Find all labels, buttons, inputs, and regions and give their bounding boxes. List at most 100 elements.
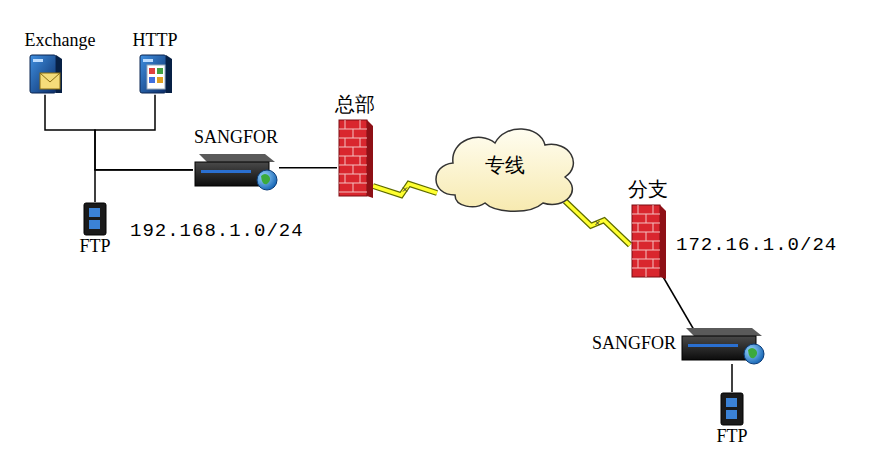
ftp-drive <box>726 398 737 407</box>
wall-side <box>660 205 666 279</box>
brick-joint <box>345 120 346 129</box>
brick-joint <box>653 223 654 232</box>
brick-joint <box>653 259 654 268</box>
firewall-node: 分支 <box>612 178 684 279</box>
ftp-icon <box>83 202 107 236</box>
link-line <box>95 95 193 170</box>
device-node: Exchange <box>5 30 115 95</box>
node-label: HTTP <box>133 30 178 51</box>
ftp-body <box>721 393 743 425</box>
link-bolt <box>373 184 437 195</box>
brick-joint <box>638 259 639 268</box>
brick-joint <box>353 183 354 192</box>
link-bolt-outline <box>373 184 437 195</box>
brick-joint <box>345 174 346 183</box>
http-icon <box>138 53 172 95</box>
network-link <box>373 184 437 195</box>
brick-joint <box>646 268 647 277</box>
brick-joint <box>646 214 647 223</box>
device-globe <box>257 170 277 190</box>
wall-side <box>367 120 373 198</box>
cloud-node: 专线 <box>425 115 585 215</box>
network-link <box>45 95 193 170</box>
cloud-shape <box>436 129 573 211</box>
brick-joint <box>653 241 654 250</box>
ftp-body <box>84 203 106 235</box>
web-tile <box>149 68 155 74</box>
wall-icon <box>630 203 666 279</box>
device-node: SANGFOR <box>176 127 296 190</box>
device-node: FTP <box>702 390 762 447</box>
ftp-drive <box>89 220 100 229</box>
device-node: HTTP <box>110 30 200 95</box>
device-icon <box>680 324 766 364</box>
brick-joint <box>360 120 361 129</box>
device-node: SANGFOR <box>592 322 782 364</box>
mail-envelope <box>40 73 60 89</box>
brick-joint <box>638 223 639 232</box>
device-top <box>199 154 275 162</box>
web-tile <box>157 77 163 83</box>
wall-icon <box>337 118 373 198</box>
device-icon <box>193 150 279 190</box>
network-link <box>565 201 630 245</box>
device-globe <box>744 344 764 364</box>
mail-flap <box>40 73 60 82</box>
subnet-label: 192.168.1.0/24 <box>130 220 304 242</box>
server-slot <box>33 59 43 62</box>
brick-joint <box>353 129 354 138</box>
ftp-icon <box>720 392 744 426</box>
link-bolt <box>565 201 630 245</box>
network-link <box>95 95 193 170</box>
network-link <box>732 364 733 392</box>
node-label: Exchange <box>25 30 96 51</box>
brick-joint <box>653 205 654 214</box>
brick-joint <box>360 156 361 165</box>
link-bolt-outline <box>565 201 630 245</box>
ftp-drive <box>726 410 737 419</box>
link-line <box>662 275 694 330</box>
device-strip <box>688 344 738 347</box>
web-tile <box>157 68 163 74</box>
bolt-mark <box>403 188 407 192</box>
brick-joint <box>360 138 361 147</box>
link-line <box>95 170 193 202</box>
web-panel <box>147 65 165 89</box>
link-line <box>279 167 337 169</box>
wall-body <box>632 205 660 277</box>
node-label: SANGFOR <box>592 333 676 354</box>
brick-joint <box>345 156 346 165</box>
brick-joint <box>353 147 354 156</box>
bolt-mark <box>596 221 600 225</box>
server-body <box>140 55 166 93</box>
globe-land <box>261 174 270 184</box>
exchange-icon <box>28 53 62 95</box>
node-label: 专线 <box>485 154 525 177</box>
link-line <box>45 95 193 170</box>
network-link <box>662 275 694 330</box>
web-tile <box>149 77 155 83</box>
firewall-node: 总部 <box>320 93 390 198</box>
link-line <box>731 364 733 392</box>
brick-joint <box>638 205 639 214</box>
brick-joint <box>638 241 639 250</box>
ftp-drive <box>89 208 100 217</box>
node-label: 分支 <box>628 178 668 201</box>
node-label: SANGFOR <box>194 127 278 148</box>
network-link <box>279 167 337 168</box>
device-node: FTP <box>65 200 125 257</box>
brick-joint <box>360 174 361 183</box>
node-label: 总部 <box>335 93 375 116</box>
device-strip <box>201 170 251 173</box>
device-top <box>686 328 762 336</box>
brick-joint <box>646 250 647 259</box>
brick-joint <box>345 138 346 147</box>
node-label: FTP <box>716 426 747 447</box>
brick-joint <box>646 232 647 241</box>
globe-land <box>748 348 757 358</box>
brick-joint <box>353 165 354 174</box>
subnet-label: 172.16.1.0/24 <box>676 234 837 256</box>
server-slot <box>143 59 153 62</box>
node-label: FTP <box>79 236 110 257</box>
